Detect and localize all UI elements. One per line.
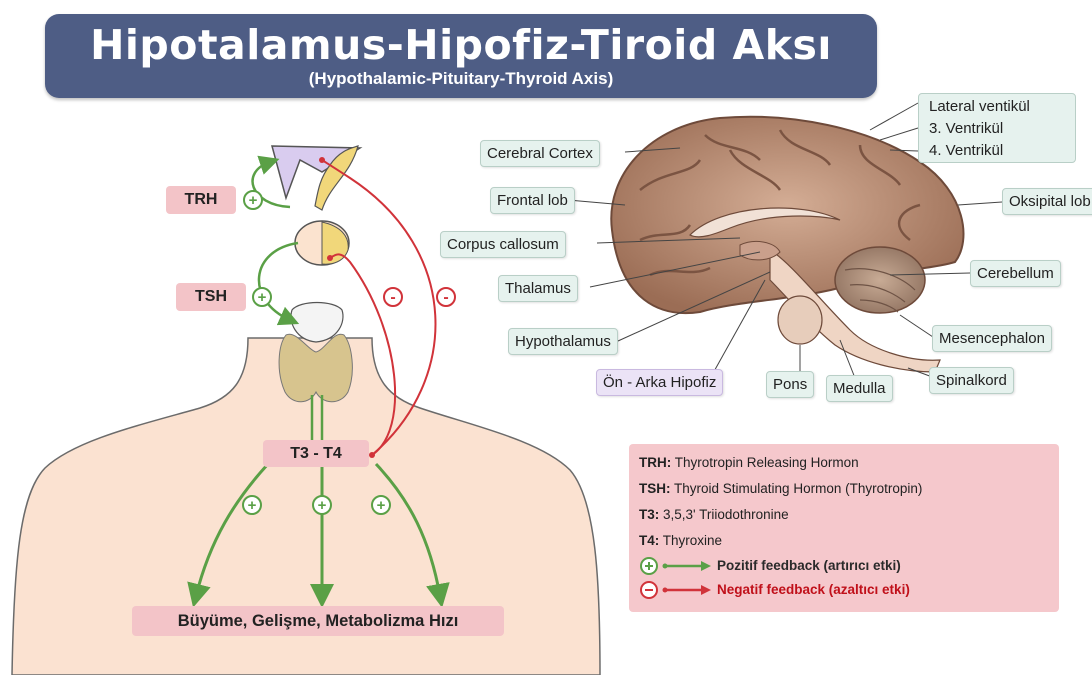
negative-feedback-icon	[639, 579, 717, 601]
legend-text-trh: Thyrotropin Releasing Hormon	[675, 455, 859, 470]
occipital-lobe-label: Oksipital lob	[1002, 188, 1092, 215]
positive-feedback-icon	[639, 555, 717, 577]
minus-sign: -	[443, 289, 448, 306]
plus-sign: +	[258, 289, 267, 306]
pons-shape	[778, 296, 822, 344]
minus-sign: -	[390, 289, 395, 306]
minus-circle-pituitary: -	[384, 288, 402, 306]
plus-circle-output-middle: +	[313, 496, 331, 514]
plus-circle-output-right: +	[372, 496, 390, 514]
legend-row-trh: TRH: Thyrotropin Releasing Hormon	[639, 450, 1049, 476]
legend-row-t4: T4: Thyroxine	[639, 528, 1049, 554]
posterior-pituitary	[322, 222, 348, 264]
legend-row-positive: Pozitif feedback (artırıcı etki)	[639, 554, 1049, 578]
tsh-label: TSH	[176, 283, 246, 311]
legend-positive-text: Pozitif feedback (artırıcı etki)	[717, 554, 901, 578]
lateral-ventricle-label: Lateral ventikül	[929, 96, 1075, 118]
plus-sign: +	[248, 497, 257, 514]
legend-key-trh: TRH:	[639, 455, 671, 470]
legend-text-tsh: Thyroid Stimulating Hormon (Thyrotropin)	[674, 481, 922, 496]
legend-row-tsh: TSH: Thyroid Stimulating Hormon (Thyrotr…	[639, 476, 1049, 502]
frontal-lobe-label: Frontal lob	[490, 187, 575, 214]
ventricle-labels: Lateral ventikül 3. Ventrikül 4. Ventrik…	[918, 93, 1076, 163]
plus-circle-trh: +	[244, 191, 262, 209]
legend-negative-text: Negatif feedback (azaltıcı etki)	[717, 578, 910, 602]
legend-text-t4: Thyroxine	[663, 533, 722, 548]
legend-text-t3: 3,5,3' Triiodothronine	[663, 507, 789, 522]
pituitary-label: Ön - Arka Hipofiz	[596, 369, 723, 396]
plus-sign: +	[318, 497, 327, 514]
legend-key-t4: T4:	[639, 533, 659, 548]
plus-circle-tsh: +	[253, 288, 271, 306]
mesencephalon-label: Mesencephalon	[932, 325, 1052, 352]
spinal-cord-label: Spinalkord	[929, 367, 1014, 394]
legend-row-negative: Negatif feedback (azaltıcı etki)	[639, 578, 1049, 602]
legend-row-t3: T3: 3,5,3' Triiodothronine	[639, 502, 1049, 528]
outcome-label: Büyüme, Gelişme, Metabolizma Hızı	[132, 606, 504, 636]
medulla-label: Medulla	[826, 375, 893, 402]
cerebellum-label: Cerebellum	[970, 260, 1061, 287]
cerebral-cortex-label: Cerebral Cortex	[480, 140, 600, 167]
trh-label: TRH	[166, 186, 236, 214]
t3-t4-label: T3 - T4	[263, 440, 369, 467]
hypothalamus-label: Hypothalamus	[508, 328, 618, 355]
plus-sign: +	[249, 192, 258, 209]
corpus-callosum-label: Corpus callosum	[440, 231, 566, 258]
legend-key-t3: T3:	[639, 507, 659, 522]
third-ventricle-label: 3. Ventrikül	[929, 118, 1075, 140]
plus-sign: +	[377, 497, 386, 514]
legend-box: TRH: Thyrotropin Releasing Hormon TSH: T…	[629, 444, 1059, 612]
pons-label: Pons	[766, 371, 814, 398]
fourth-ventricle-label: 4. Ventrikül	[929, 140, 1075, 162]
minus-circle-hypothalamus: -	[437, 288, 455, 306]
plus-circle-output-left: +	[243, 496, 261, 514]
thalamus-label: Thalamus	[498, 275, 578, 302]
legend-key-tsh: TSH:	[639, 481, 671, 496]
